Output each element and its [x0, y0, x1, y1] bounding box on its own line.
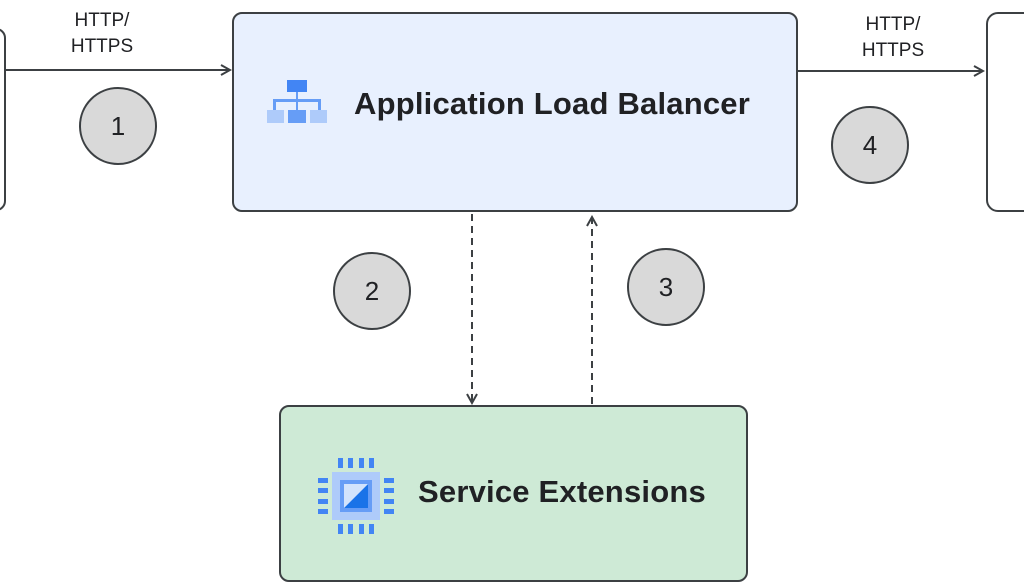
client-box: [0, 28, 6, 211]
load-balancer-icon: [266, 80, 328, 133]
step-1-marker: 1: [79, 87, 157, 165]
service-extensions-title: Service Extensions: [418, 474, 706, 509]
chip-icon: [314, 454, 398, 543]
backend-box: [986, 12, 1024, 212]
incoming-protocol-label: HTTP/ HTTPS: [70, 10, 134, 57]
step-2-marker: 2: [333, 252, 411, 330]
step-3-marker: 3: [627, 248, 705, 326]
alb-node: [232, 12, 798, 212]
step-4-marker: 4: [831, 106, 909, 184]
alb-title: Application Load Balancer: [354, 86, 751, 121]
outgoing-protocol-label: HTTP/ HTTPS: [861, 14, 925, 61]
